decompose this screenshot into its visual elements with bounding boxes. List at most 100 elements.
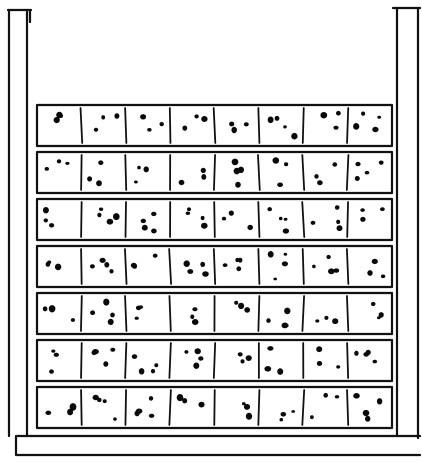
particle-dot [236, 266, 241, 271]
cell [81, 390, 117, 425]
particle-dot [273, 278, 277, 281]
particle-dot [136, 306, 141, 311]
cell [302, 202, 342, 237]
particle-dot [186, 212, 190, 215]
particle-dot [222, 217, 226, 221]
particle-dot [323, 393, 328, 398]
particle-dot [97, 213, 101, 218]
particle-dot [360, 208, 365, 212]
particle-dot [100, 258, 106, 263]
particle-dot [67, 409, 73, 416]
particle-dot [151, 229, 157, 234]
cell [125, 249, 158, 284]
cell-layer [37, 340, 392, 381]
particle-dot [281, 412, 287, 417]
particle-dot [182, 398, 187, 403]
cell [81, 343, 115, 378]
particle-dot [114, 113, 119, 119]
particle-dot [202, 271, 209, 277]
particle-dot [195, 348, 201, 354]
particle-dot [103, 299, 109, 306]
cell [214, 296, 250, 331]
particle-dot [194, 114, 198, 118]
particle-dot [279, 217, 283, 221]
particle-dot [275, 116, 280, 121]
cell [214, 108, 249, 143]
particle-dot [201, 168, 206, 173]
particle-dot [317, 180, 323, 185]
particle-dot [140, 114, 146, 119]
cell [170, 108, 208, 143]
particle-dot [333, 126, 338, 130]
particle-dot [51, 350, 55, 353]
cell-divider [81, 296, 82, 331]
particle-dot [54, 353, 59, 357]
cell-divider [302, 202, 304, 237]
particle-dot [141, 219, 146, 223]
particle-dot [137, 166, 141, 170]
cell [81, 202, 119, 237]
cell [303, 343, 340, 378]
particle-dot [277, 368, 283, 375]
cell-divider [214, 108, 216, 143]
particle-dot [354, 351, 358, 356]
particle-dot [291, 410, 295, 413]
cell [214, 390, 252, 425]
particle-dot [99, 208, 103, 211]
left-post [8, 10, 31, 436]
cell-divider [302, 155, 304, 190]
cell-divider [303, 249, 304, 284]
particle-dot [187, 207, 191, 211]
particle-dot [229, 122, 234, 127]
particle-dot [231, 127, 237, 133]
particle-dot [244, 307, 250, 313]
particle-dot [113, 417, 117, 420]
cell-divider [81, 390, 82, 425]
particle-dot [366, 350, 371, 355]
cell-divider [258, 390, 259, 425]
cell [43, 305, 75, 322]
particle-dot [65, 162, 69, 165]
particle-dot [43, 306, 48, 311]
particle-dot [139, 368, 145, 374]
cell [125, 390, 154, 425]
particle-dot [109, 269, 113, 273]
particle-dot [45, 167, 49, 171]
particle-dot [198, 402, 204, 408]
particle-dot [55, 264, 61, 271]
particle-dot [277, 183, 283, 188]
particle-dot [147, 128, 151, 132]
particle-dot [200, 262, 205, 267]
particle-dot [324, 316, 328, 320]
particle-dot [49, 369, 54, 373]
particle-dot [135, 317, 139, 320]
particle-dot [365, 171, 370, 175]
particle-dot [160, 122, 164, 126]
particle-dot [187, 269, 193, 274]
particle-dot [149, 414, 155, 418]
cell [169, 390, 204, 425]
particle-dot [282, 323, 289, 329]
cell [258, 108, 297, 143]
particle-dot [45, 411, 51, 415]
particle-dot [266, 318, 270, 323]
particle-dot [326, 255, 330, 259]
cell-layers [37, 105, 392, 428]
cell-divider [125, 155, 126, 190]
cell-divider [81, 249, 82, 284]
cell [302, 390, 339, 425]
particle-dot [57, 159, 61, 163]
particle-dot [229, 211, 234, 216]
particle-dot [201, 174, 206, 180]
particle-dot [268, 251, 274, 258]
particle-dot [336, 220, 340, 224]
cell [81, 108, 120, 143]
particle-dot [379, 312, 384, 318]
particle-dot [336, 111, 341, 116]
cell-divider [214, 202, 215, 237]
particle-dot [113, 213, 120, 220]
particle-dot [151, 369, 155, 373]
particle-dot [142, 225, 148, 231]
cell-divider [170, 108, 171, 143]
cell [347, 343, 377, 378]
